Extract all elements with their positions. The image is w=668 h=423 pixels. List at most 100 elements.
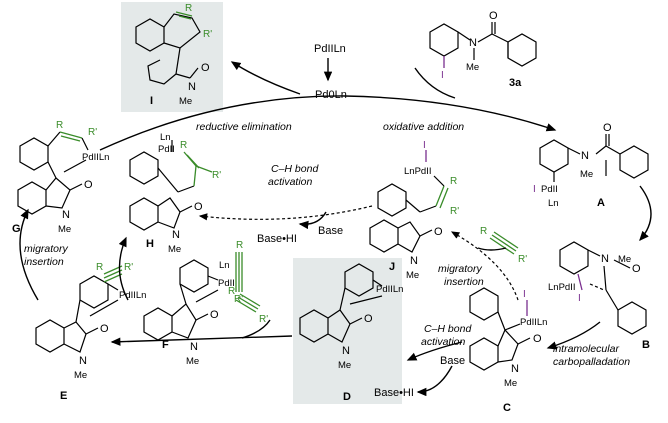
- step-migratory-right-2: insertion: [444, 276, 484, 288]
- 3a-O: O: [489, 10, 498, 22]
- A-Me: Me: [580, 169, 593, 180]
- E-N: N: [79, 355, 87, 367]
- H-PdII: PdII: [158, 144, 175, 155]
- label-J: J: [389, 261, 395, 273]
- arrow-3a-in: [414, 67, 456, 99]
- B-LnPdII: LnPdII: [548, 282, 575, 293]
- step-intramolecular-2: carbopalladation: [553, 356, 630, 368]
- C-O: O: [533, 333, 542, 345]
- I-Me: Me: [179, 96, 192, 107]
- H-N: N: [172, 229, 180, 241]
- step-ch-activation-top-1: C–H bond: [271, 163, 319, 175]
- H-O: O: [194, 201, 203, 213]
- F-Rp: R': [234, 294, 243, 305]
- C-PdIILn: PdIILn: [520, 317, 547, 328]
- J-Rp: R': [450, 206, 459, 217]
- G-PdIILn: PdIILn: [82, 152, 109, 163]
- arrow-J-to-H: [198, 205, 373, 221]
- arrow-base-bottom: [416, 365, 453, 397]
- compound-B: [559, 241, 647, 335]
- arrow-C-to-J: [450, 231, 519, 301]
- alkyne-right-R: R: [480, 226, 487, 237]
- step-ch-activation-bottom-2: activation: [421, 336, 466, 348]
- step-reductive-elimination: reductive elimination: [196, 121, 292, 133]
- J-R: R: [450, 176, 457, 187]
- H-R: R: [180, 140, 187, 151]
- compound-H: [129, 140, 213, 231]
- reagent-base-hi-bottom: Base•HI: [374, 387, 414, 399]
- label-E: E: [60, 390, 67, 402]
- F-O: O: [210, 309, 219, 321]
- D-N: N: [342, 345, 350, 357]
- F-R: R: [236, 240, 243, 251]
- arrow-B-to-C: [546, 321, 601, 350]
- alkyne-bottom-R: R: [228, 286, 235, 297]
- J-LnPdII: LnPdII: [404, 166, 431, 177]
- label-F: F: [162, 339, 169, 351]
- A-PdII: PdII: [541, 184, 558, 195]
- label-D: D: [343, 391, 351, 403]
- arrow-to-product-I: [230, 61, 301, 95]
- alkyne-bottom: [235, 293, 261, 313]
- alkyne-right: [489, 231, 519, 255]
- arrow-top-cycle: [99, 95, 557, 151]
- reagent-base-bottom: Base: [440, 355, 465, 367]
- label-B: B: [642, 339, 650, 351]
- step-intramolecular-1: intramolecular: [553, 343, 619, 355]
- G-N: N: [62, 209, 70, 221]
- label-3a: 3a: [509, 77, 522, 89]
- G-Me: Me: [58, 224, 71, 235]
- catalyst-pd2: PdIILn: [314, 43, 346, 55]
- I-O: O: [201, 62, 210, 74]
- compound-D: [299, 263, 383, 343]
- step-migratory-right-1: migratory: [438, 263, 483, 275]
- 3a-Me: Me: [466, 62, 479, 73]
- label-A: A: [597, 197, 605, 209]
- arrow-alkyne-in-right: [477, 247, 507, 251]
- reagent-base-top: Base: [318, 225, 343, 237]
- arrow-A-to-B: [639, 185, 652, 242]
- J-Me: Me: [406, 270, 419, 281]
- J-I: I: [423, 140, 426, 151]
- G-Rp: R': [88, 127, 97, 138]
- G-R: R: [56, 120, 63, 131]
- compound-J: [369, 150, 449, 253]
- J-N: N: [410, 255, 418, 267]
- A-N: N: [581, 150, 589, 162]
- E-PdIILn: PdIILn: [119, 290, 146, 301]
- arrow-E-to-G: [19, 208, 39, 301]
- B-O: O: [632, 263, 641, 275]
- compound-3a: [429, 22, 537, 68]
- H-Rp: R': [212, 170, 221, 181]
- G-O: O: [84, 179, 93, 191]
- C-Me: Me: [504, 378, 517, 389]
- arrow-D-to-E: [110, 335, 293, 346]
- compound-F: [143, 252, 243, 341]
- alkyne-bottom-Rp: R': [259, 314, 268, 325]
- alkyne-right-Rp: R': [518, 254, 527, 265]
- C-I: I: [523, 289, 526, 300]
- label-H: H: [146, 238, 154, 250]
- 3a-I: I: [441, 70, 444, 81]
- D-Me: Me: [338, 360, 351, 371]
- label-I: I: [150, 95, 153, 107]
- I-R: R: [185, 3, 192, 14]
- B-Me: Me: [618, 254, 631, 265]
- compound-G: [17, 131, 89, 215]
- label-G: G: [12, 223, 21, 235]
- arrow-base-top: [298, 211, 327, 230]
- B-I: I: [578, 293, 581, 304]
- E-Me: Me: [74, 370, 87, 381]
- E-R: R: [96, 262, 103, 273]
- F-Me: Me: [186, 356, 199, 367]
- F-N: N: [190, 341, 198, 353]
- arrow-C-to-D: [406, 341, 463, 361]
- product-I-box: [121, 2, 223, 112]
- compound-A: [539, 134, 649, 182]
- D-PdIILn: PdIILn: [376, 284, 403, 295]
- I-N: N: [188, 81, 196, 93]
- C-N: N: [511, 363, 519, 375]
- E-O: O: [100, 323, 109, 335]
